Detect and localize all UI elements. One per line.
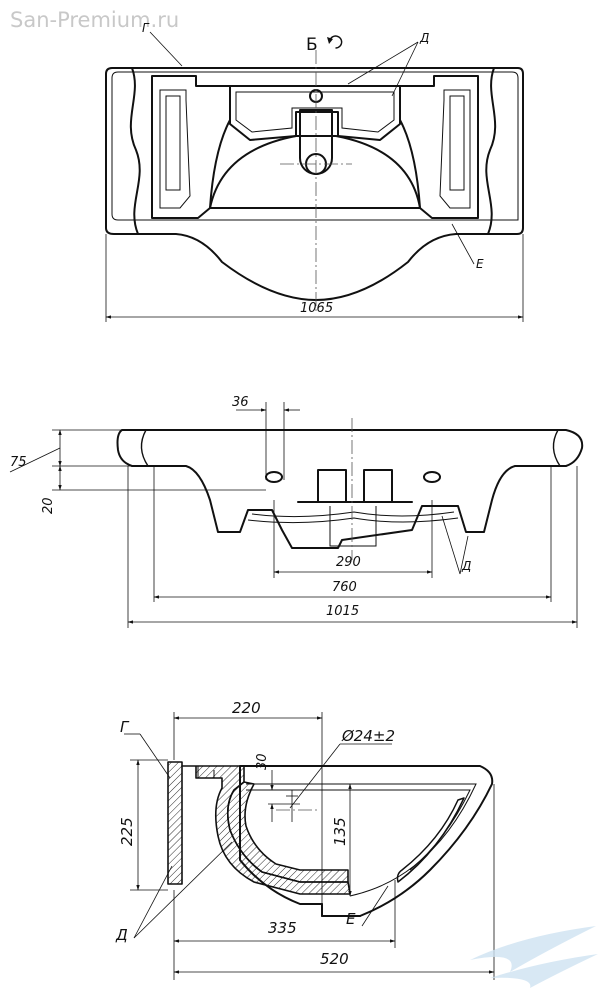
overflow-hole-left (265, 471, 283, 483)
leader-d-line-front-1 (441, 515, 461, 575)
top-view-break-right (485, 67, 497, 235)
front-view: 36 75 20 290 760 1015 Д (9, 395, 584, 628)
leader-d-label-front: Д (461, 559, 471, 573)
dim-top-width: 1065 (300, 301, 333, 316)
top-view-shelf-left (151, 75, 231, 219)
dim-side-30: 30 (255, 753, 270, 770)
leader-e-line-top (451, 223, 475, 265)
side-view-bowl-outline (239, 765, 494, 917)
front-view-bowl-inner (247, 517, 459, 524)
leader-d-line-side-1 (133, 865, 173, 939)
dim-side-520: 520 (320, 950, 349, 968)
leader-d-line-side-2 (133, 841, 233, 939)
leader-g-line-top (149, 31, 183, 67)
leader-e-label-side: Е (346, 910, 356, 928)
dim-front-36: 36 (232, 395, 249, 410)
top-view-break-left (129, 67, 141, 235)
wave-logo-icon (470, 926, 598, 988)
view-b-label: Б (306, 35, 318, 55)
dim-side-225: 225 (118, 817, 136, 846)
front-view-post-left (317, 469, 347, 503)
leader-e-line-side (361, 885, 389, 927)
side-view-lip (197, 766, 222, 779)
front-view-bowl-inner-2 (251, 511, 455, 518)
leader-d-label-side: Д (115, 926, 128, 944)
leader-diameter-line (289, 743, 341, 809)
top-view: 1065 Г Д Е Б (105, 21, 524, 322)
side-view-bowl-inner-2 (246, 789, 471, 871)
leader-g-line-side (139, 733, 171, 779)
top-view-slot-right (449, 95, 465, 191)
dim-front-760: 760 (332, 580, 357, 595)
top-view-shelf-left-inner (159, 89, 191, 209)
top-view-tap-deck-inner (235, 91, 395, 133)
front-view-outline (116, 429, 584, 549)
rotation-arrow-icon (327, 35, 343, 49)
dim-front-20: 20 (41, 497, 56, 514)
leader-g-label-side: Г (120, 718, 130, 736)
dim-front-75: 75 (10, 455, 27, 470)
leader-d-line-top-2 (391, 41, 419, 97)
dim-front-1015: 1015 (326, 604, 359, 619)
dim-side-135: 135 (331, 817, 349, 846)
front-view-post-right (363, 469, 393, 503)
leader-d-line-top-1 (347, 41, 419, 85)
side-view-wall-section (167, 761, 183, 885)
front-view-break-right (552, 429, 561, 467)
side-view-channel-section (226, 781, 349, 883)
side-view: 220 30 Ø24±2 225 135 335 520 Г (115, 699, 495, 980)
dim-side-335: 335 (268, 919, 297, 937)
top-view-shelf-right (399, 75, 479, 219)
top-view-tap-deck (229, 85, 401, 141)
leader-d-line-front-2 (459, 535, 469, 575)
leader-d-label-top: Д (419, 31, 429, 45)
leader-e-label-top: Е (476, 257, 484, 271)
dim-side-diameter: Ø24±2 (341, 727, 395, 745)
top-view-bowl (209, 135, 421, 209)
front-view-drain-body (329, 506, 377, 547)
top-view-inner-rim (111, 71, 519, 221)
leader-g-label-top: Г (142, 21, 150, 35)
watermark-text: San-Premium.ru (10, 8, 180, 32)
dim-front-290: 290 (336, 555, 361, 570)
front-view-break-left (140, 429, 149, 467)
dim-side-220: 220 (232, 699, 261, 717)
overflow-hole-right (423, 471, 441, 483)
dim-75-leader (9, 447, 61, 473)
top-view-shelf-right-inner (439, 89, 471, 209)
top-view-slot-left (165, 95, 181, 191)
side-view-front-slot (396, 797, 465, 883)
